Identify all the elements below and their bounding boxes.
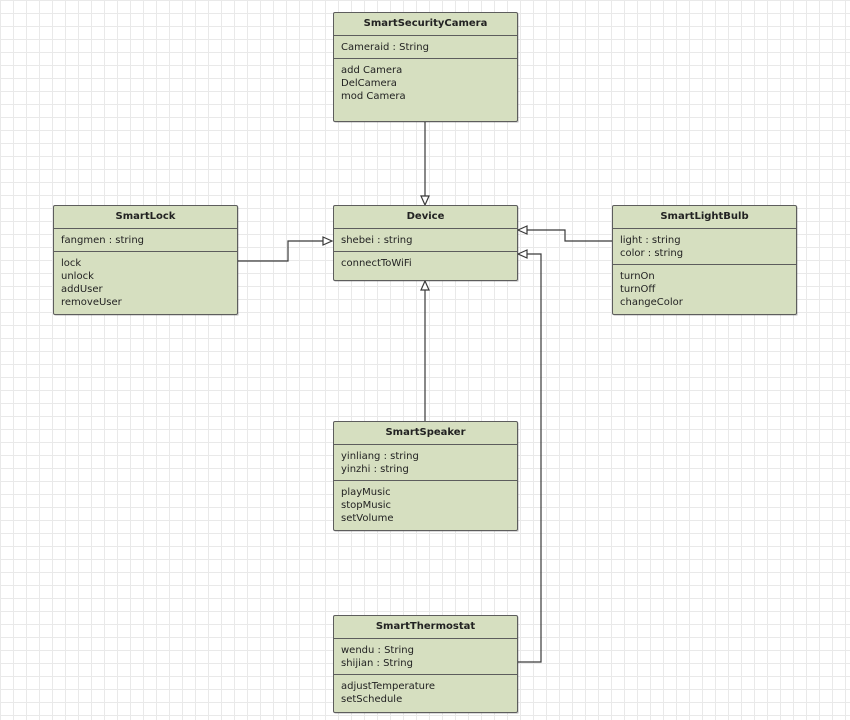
attribute: color : string (620, 248, 684, 259)
operations-section: add Camera DelCamera mod Camera (334, 59, 517, 107)
class-smart-thermostat[interactable]: SmartThermostat wendu : String shijian :… (333, 615, 518, 713)
attribute: Cameraid : String (341, 42, 429, 53)
operations-section: connectToWiFi (334, 252, 517, 274)
operation: DelCamera (341, 78, 397, 89)
attributes-section: fangmen : string (54, 229, 237, 252)
class-name: SmartLightBulb (613, 206, 796, 229)
operation: unlock (61, 271, 94, 282)
generalization-lock-to-device[interactable] (238, 236, 334, 262)
inheritance-arrowhead (420, 195, 430, 207)
attribute: shijian : String (341, 658, 413, 669)
operations-section: lock unlock addUser removeUser (54, 252, 237, 313)
operation: connectToWiFi (341, 258, 412, 269)
operation: mod Camera (341, 91, 406, 102)
operation: adjustTemperature (341, 681, 436, 692)
operation: playMusic (341, 487, 391, 498)
inheritance-arrowhead (420, 279, 430, 291)
attribute: shebei : string (341, 235, 413, 246)
class-smart-security-camera[interactable]: SmartSecurityCamera Cameraid : String ad… (333, 12, 518, 122)
class-smart-speaker[interactable]: SmartSpeaker yinliang : string yinzhi : … (333, 421, 518, 531)
class-smart-light-bulb[interactable]: SmartLightBulb light : string color : st… (612, 205, 797, 315)
attribute: wendu : String (341, 645, 414, 656)
class-device[interactable]: Device shebei : string connectToWiFi (333, 205, 518, 281)
attribute: fangmen : string (61, 235, 144, 246)
attribute: yinliang : string (341, 451, 419, 462)
class-smart-lock[interactable]: SmartLock fangmen : string lock unlock a… (53, 205, 238, 315)
attribute: light : string (620, 235, 681, 246)
operations-section: turnOn turnOff changeColor (613, 265, 796, 313)
attributes-section: yinliang : string yinzhi : string (334, 445, 517, 481)
operation: setSchedule (341, 694, 403, 705)
class-name: Device (334, 206, 517, 229)
operation: setVolume (341, 513, 394, 524)
operation: turnOn (620, 271, 655, 282)
operation: add Camera (341, 65, 403, 76)
operation: removeUser (61, 297, 122, 308)
operation: addUser (61, 284, 103, 295)
class-name: SmartSecurityCamera (334, 13, 517, 36)
attributes-section: light : string color : string (613, 229, 796, 265)
attribute: yinzhi : string (341, 464, 409, 475)
generalization-thermostat-to-device[interactable] (516, 249, 542, 663)
operation: changeColor (620, 297, 683, 308)
generalization-camera-to-device[interactable] (420, 122, 430, 207)
generalization-speaker-to-device[interactable] (420, 279, 430, 421)
class-name: SmartLock (54, 206, 237, 229)
generalization-lightbulb-to-device[interactable] (516, 225, 612, 242)
operation: stopMusic (341, 500, 392, 511)
operations-section: adjustTemperature setSchedule (334, 675, 517, 710)
operation: turnOff (620, 284, 656, 295)
class-name: SmartSpeaker (334, 422, 517, 445)
class-name: SmartThermostat (334, 616, 517, 639)
inheritance-arrowhead (516, 249, 528, 259)
inheritance-arrowhead (322, 236, 334, 246)
attributes-section: wendu : String shijian : String (334, 639, 517, 675)
operation: lock (61, 258, 82, 269)
attributes-section: shebei : string (334, 229, 517, 252)
attributes-section: Cameraid : String (334, 36, 517, 59)
inheritance-arrowhead (516, 225, 528, 235)
operations-section: playMusic stopMusic setVolume (334, 481, 517, 529)
